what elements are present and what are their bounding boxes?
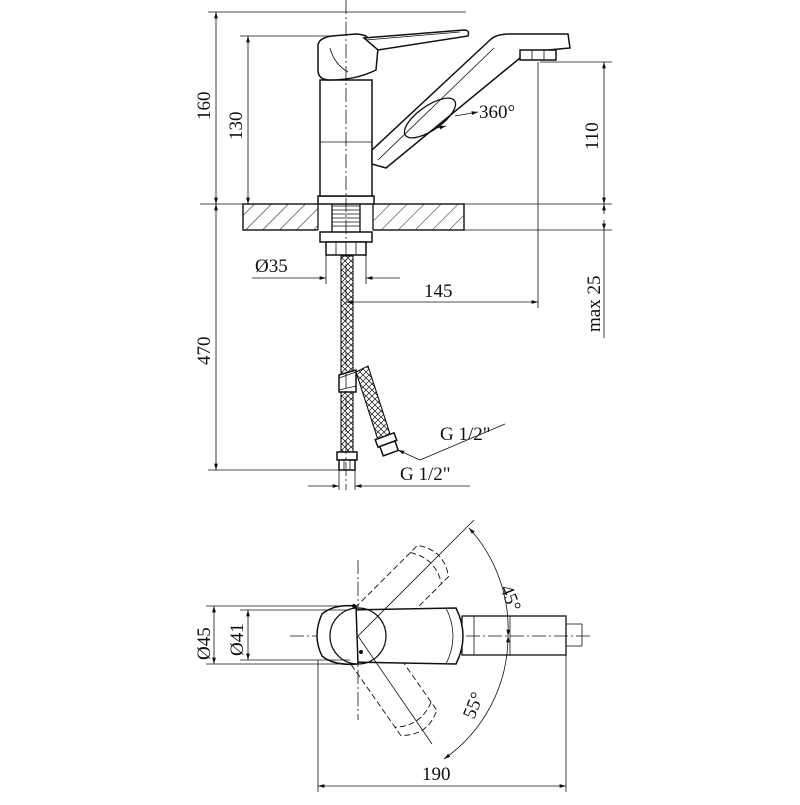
dim-190 bbox=[317, 655, 567, 792]
body-plan bbox=[316, 604, 387, 666]
dim-110-label: 110 bbox=[582, 122, 603, 150]
handle-plan bbox=[349, 607, 464, 665]
dim-160 bbox=[200, 11, 466, 205]
dim-angle-45-label: 45° bbox=[495, 582, 524, 615]
dim-d45 bbox=[206, 605, 356, 665]
dim-angle-45 bbox=[357, 519, 511, 637]
thread-callout-a bbox=[397, 423, 506, 461]
rotation-symbol bbox=[403, 97, 479, 139]
spout-plan bbox=[461, 615, 583, 656]
hose-straight bbox=[336, 255, 358, 471]
dim-d41 bbox=[240, 609, 350, 661]
dim-190-label: 190 bbox=[422, 764, 451, 785]
thread-callout-a-label: G 1/2" bbox=[440, 424, 491, 445]
thread-callout-b-label: G 1/2" bbox=[400, 464, 451, 485]
hose-angled bbox=[355, 365, 400, 457]
dim-d45-label: Ø45 bbox=[194, 627, 215, 660]
spout bbox=[371, 33, 571, 169]
dim-d41-label: Ø41 bbox=[227, 623, 248, 656]
dim-130-label: 130 bbox=[226, 112, 247, 141]
dim-angle-55 bbox=[357, 635, 510, 760]
rotation-label: 360° bbox=[479, 102, 515, 123]
dim-470-label: 470 bbox=[194, 337, 215, 366]
dim-d35-label: Ø35 bbox=[255, 256, 288, 277]
dim-145 bbox=[345, 0, 539, 490]
dim-160-label: 160 bbox=[194, 92, 215, 121]
dim-max25-label: max 25 bbox=[584, 276, 605, 332]
lever-handle bbox=[317, 29, 470, 81]
thread-callout-b bbox=[308, 470, 470, 490]
side-elevation: 360° 160 bbox=[194, 0, 612, 490]
plan-view: Ø45 Ø41 45° 55° 190 bbox=[194, 519, 590, 792]
handle-ghost-lower bbox=[339, 623, 438, 736]
dim-145-label: 145 bbox=[424, 281, 453, 302]
dim-d35 bbox=[252, 255, 400, 284]
dim-470 bbox=[208, 204, 342, 471]
dim-130 bbox=[240, 35, 330, 204]
